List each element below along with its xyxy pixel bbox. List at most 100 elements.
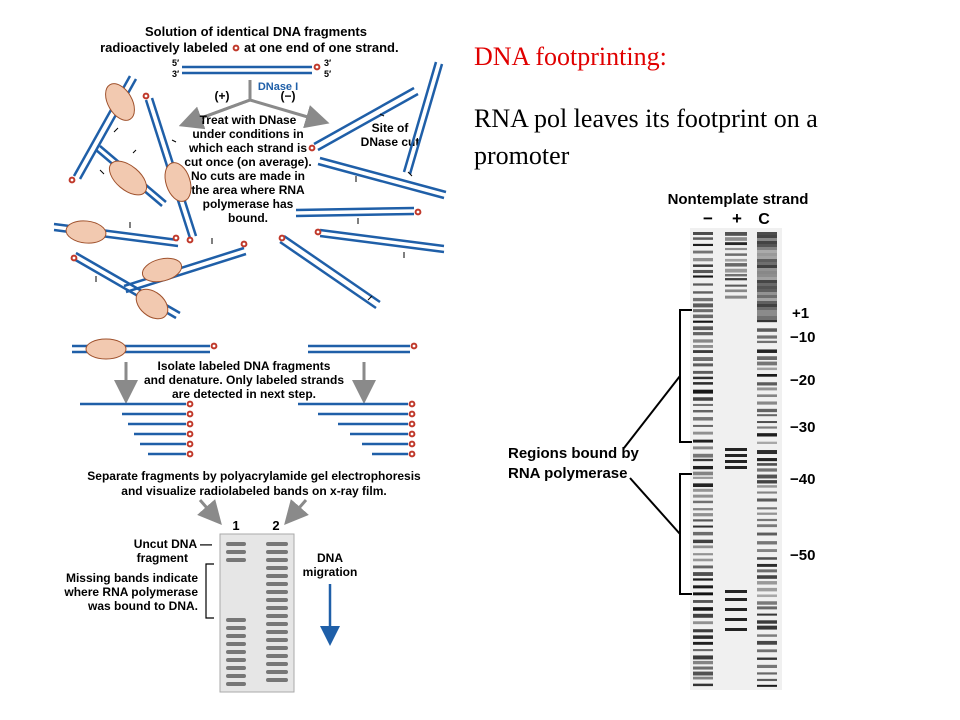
gel-band [757, 458, 777, 462]
gel-band [757, 518, 777, 522]
svg-text:Missing bands indicate: Missing bands indicate [66, 571, 198, 585]
gel-band [693, 250, 713, 254]
gel-band [757, 426, 777, 429]
gel-header: Nontemplate strand [668, 191, 809, 208]
gel-band [757, 295, 777, 298]
step1-text-line2a: radioactively labeled [100, 40, 228, 55]
gel-band [693, 553, 713, 556]
gel-band [693, 660, 713, 665]
gel-band [725, 466, 747, 469]
polymerase-blob-isolate [85, 338, 127, 360]
gel-band [693, 545, 713, 549]
gel-band [757, 684, 777, 687]
gel-band [757, 441, 777, 444]
gel-band [693, 558, 713, 562]
gel-band [757, 507, 777, 510]
gel-band [693, 424, 713, 427]
label-star-icon [232, 44, 240, 52]
separate-text: Separate fragments by polyacrylamide gel… [87, 469, 421, 498]
gel-band [757, 433, 777, 437]
three-prime-label: 3′ [172, 69, 179, 79]
lane2-label: 2 [272, 518, 279, 533]
gel-band [757, 310, 777, 313]
gel-band [693, 683, 713, 687]
three-prime-label-right: 3′ [324, 58, 331, 68]
isolate-text: Isolate labeled DNA fragments and denatu… [144, 359, 344, 401]
svg-text:are detected in next step.: are detected in next step. [172, 387, 316, 401]
gel-band [725, 273, 747, 277]
gel-band [757, 292, 777, 295]
gel-band [757, 265, 777, 268]
gel-band [693, 500, 713, 504]
polymerase-blobs-left [65, 83, 192, 320]
svg-text:the area where RNA: the area where RNA [191, 183, 305, 197]
missing-bracket [205, 563, 214, 619]
plus-label: (+) [215, 89, 230, 103]
gel-band [693, 326, 713, 331]
position-markers: +1 −10 −20 −30 −40 −50 [790, 305, 815, 564]
gel-band [757, 620, 777, 624]
gel-band [757, 274, 777, 277]
svg-text:and denature. Only labeled st: and denature. Only labeled strands [144, 373, 344, 387]
gel-band [693, 264, 713, 267]
site-of-cut-label-line1: Site of [372, 121, 410, 135]
gel-band [757, 640, 777, 645]
gel-band [693, 269, 713, 274]
gel-band [757, 664, 777, 669]
gel-band [693, 471, 713, 476]
gel-band [693, 350, 713, 353]
gel-band [757, 356, 777, 360]
isolate-fragments-top [72, 344, 410, 354]
gel-band [757, 235, 777, 238]
svg-text:−40: −40 [790, 471, 815, 488]
gel-band [725, 253, 747, 256]
gel-band [757, 253, 777, 256]
step1-text-line1: Solution of identical DNA fragments [145, 24, 367, 39]
gel-lane-label-minus: − [703, 209, 713, 228]
gel-band [693, 513, 713, 517]
gel-band [693, 453, 713, 458]
gel-band [757, 289, 777, 292]
gel-band [757, 304, 777, 307]
svg-text:−10: −10 [790, 329, 815, 346]
gel-band [693, 357, 713, 361]
slide-body-text: RNA pol leaves its footprint on a promot… [474, 104, 818, 170]
gel-band [693, 488, 713, 492]
region-label-line1: Regions bound by [508, 445, 639, 462]
treat-text: Treat with DNase under conditions in whi… [184, 113, 311, 225]
gel-band [693, 232, 713, 235]
gel-band [757, 563, 777, 567]
svg-text:and visualize radiolabeled ban: and visualize radiolabeled bands on x-ra… [121, 484, 386, 498]
gel-band [693, 592, 713, 596]
gel-band [693, 607, 713, 611]
gel-lane-label-plus: + [732, 209, 742, 228]
gel-band [757, 549, 777, 553]
gel-band [693, 363, 713, 367]
gel-band [693, 297, 713, 302]
gel-band [693, 439, 713, 443]
gel-band [693, 376, 713, 380]
slide-title: DNA footprinting: [474, 42, 667, 71]
gel-band [693, 243, 713, 247]
gel-band [693, 389, 713, 394]
gel-band [725, 460, 747, 463]
region-pointer-lower [629, 477, 681, 535]
gel-band [693, 257, 713, 262]
gel-band [757, 280, 777, 283]
gel-band [693, 314, 713, 319]
gel-band [725, 628, 747, 631]
label-star-icon [210, 342, 218, 350]
gel-band [757, 634, 777, 637]
gel-band [693, 409, 713, 413]
svg-text:under conditions in: under conditions in [192, 127, 303, 141]
gel-band [693, 572, 713, 576]
gel-band [757, 587, 777, 592]
gel-band [725, 258, 747, 262]
gel-band [757, 328, 777, 332]
gel-band [757, 606, 777, 610]
gel-band [693, 446, 713, 450]
gel-band [725, 242, 747, 246]
cut-site-arrows-right [355, 113, 413, 301]
gel-band [757, 601, 777, 605]
separate-arrow-left [197, 499, 222, 526]
